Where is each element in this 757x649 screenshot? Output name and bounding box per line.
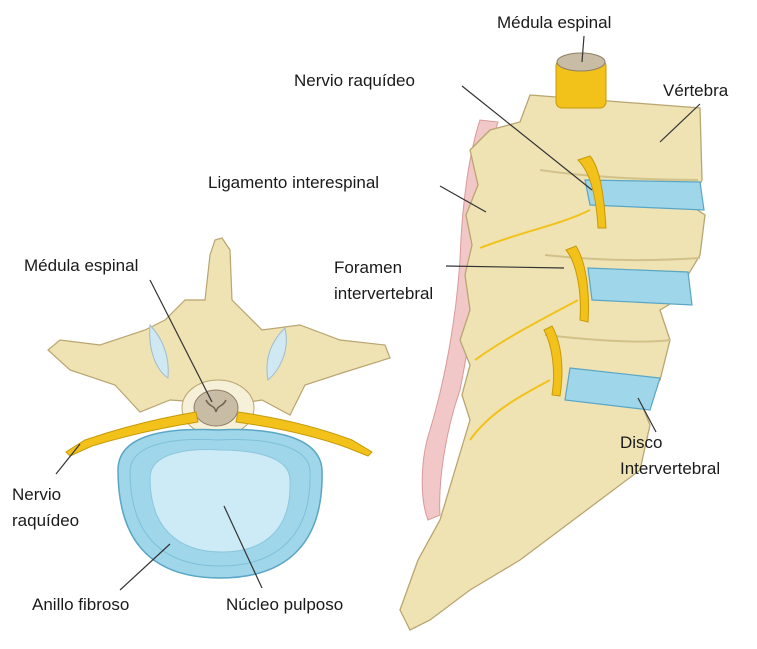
lateral-spine-view xyxy=(400,53,705,630)
label-foramen-line2: intervertebral xyxy=(334,283,433,305)
label-anillo-fibroso: Anillo fibroso xyxy=(32,594,129,616)
label-ligamento-interespinal: Ligamento interespinal xyxy=(208,172,379,194)
label-nervio-raquideo-top: Nervio raquídeo xyxy=(294,70,415,92)
label-vertebra: Vértebra xyxy=(663,80,728,102)
label-disco-line2: Intervertebral xyxy=(620,458,720,480)
label-medula-espinal-top: Médula espinal xyxy=(497,12,611,34)
label-foramen-line1: Foramen xyxy=(334,257,402,279)
label-disco-line1: Disco xyxy=(620,432,663,454)
label-nervio-left-line1: Nervio xyxy=(12,484,61,506)
label-nucleo-pulposo: Núcleo pulposo xyxy=(226,594,343,616)
leader-nervio-left xyxy=(56,444,80,474)
label-medula-espinal-left: Médula espinal xyxy=(24,255,138,277)
label-nervio-left-line2: raquídeo xyxy=(12,510,79,532)
disc-2 xyxy=(588,268,692,305)
spinal-cord-end xyxy=(557,53,605,71)
spinal-cord-section xyxy=(194,390,238,426)
